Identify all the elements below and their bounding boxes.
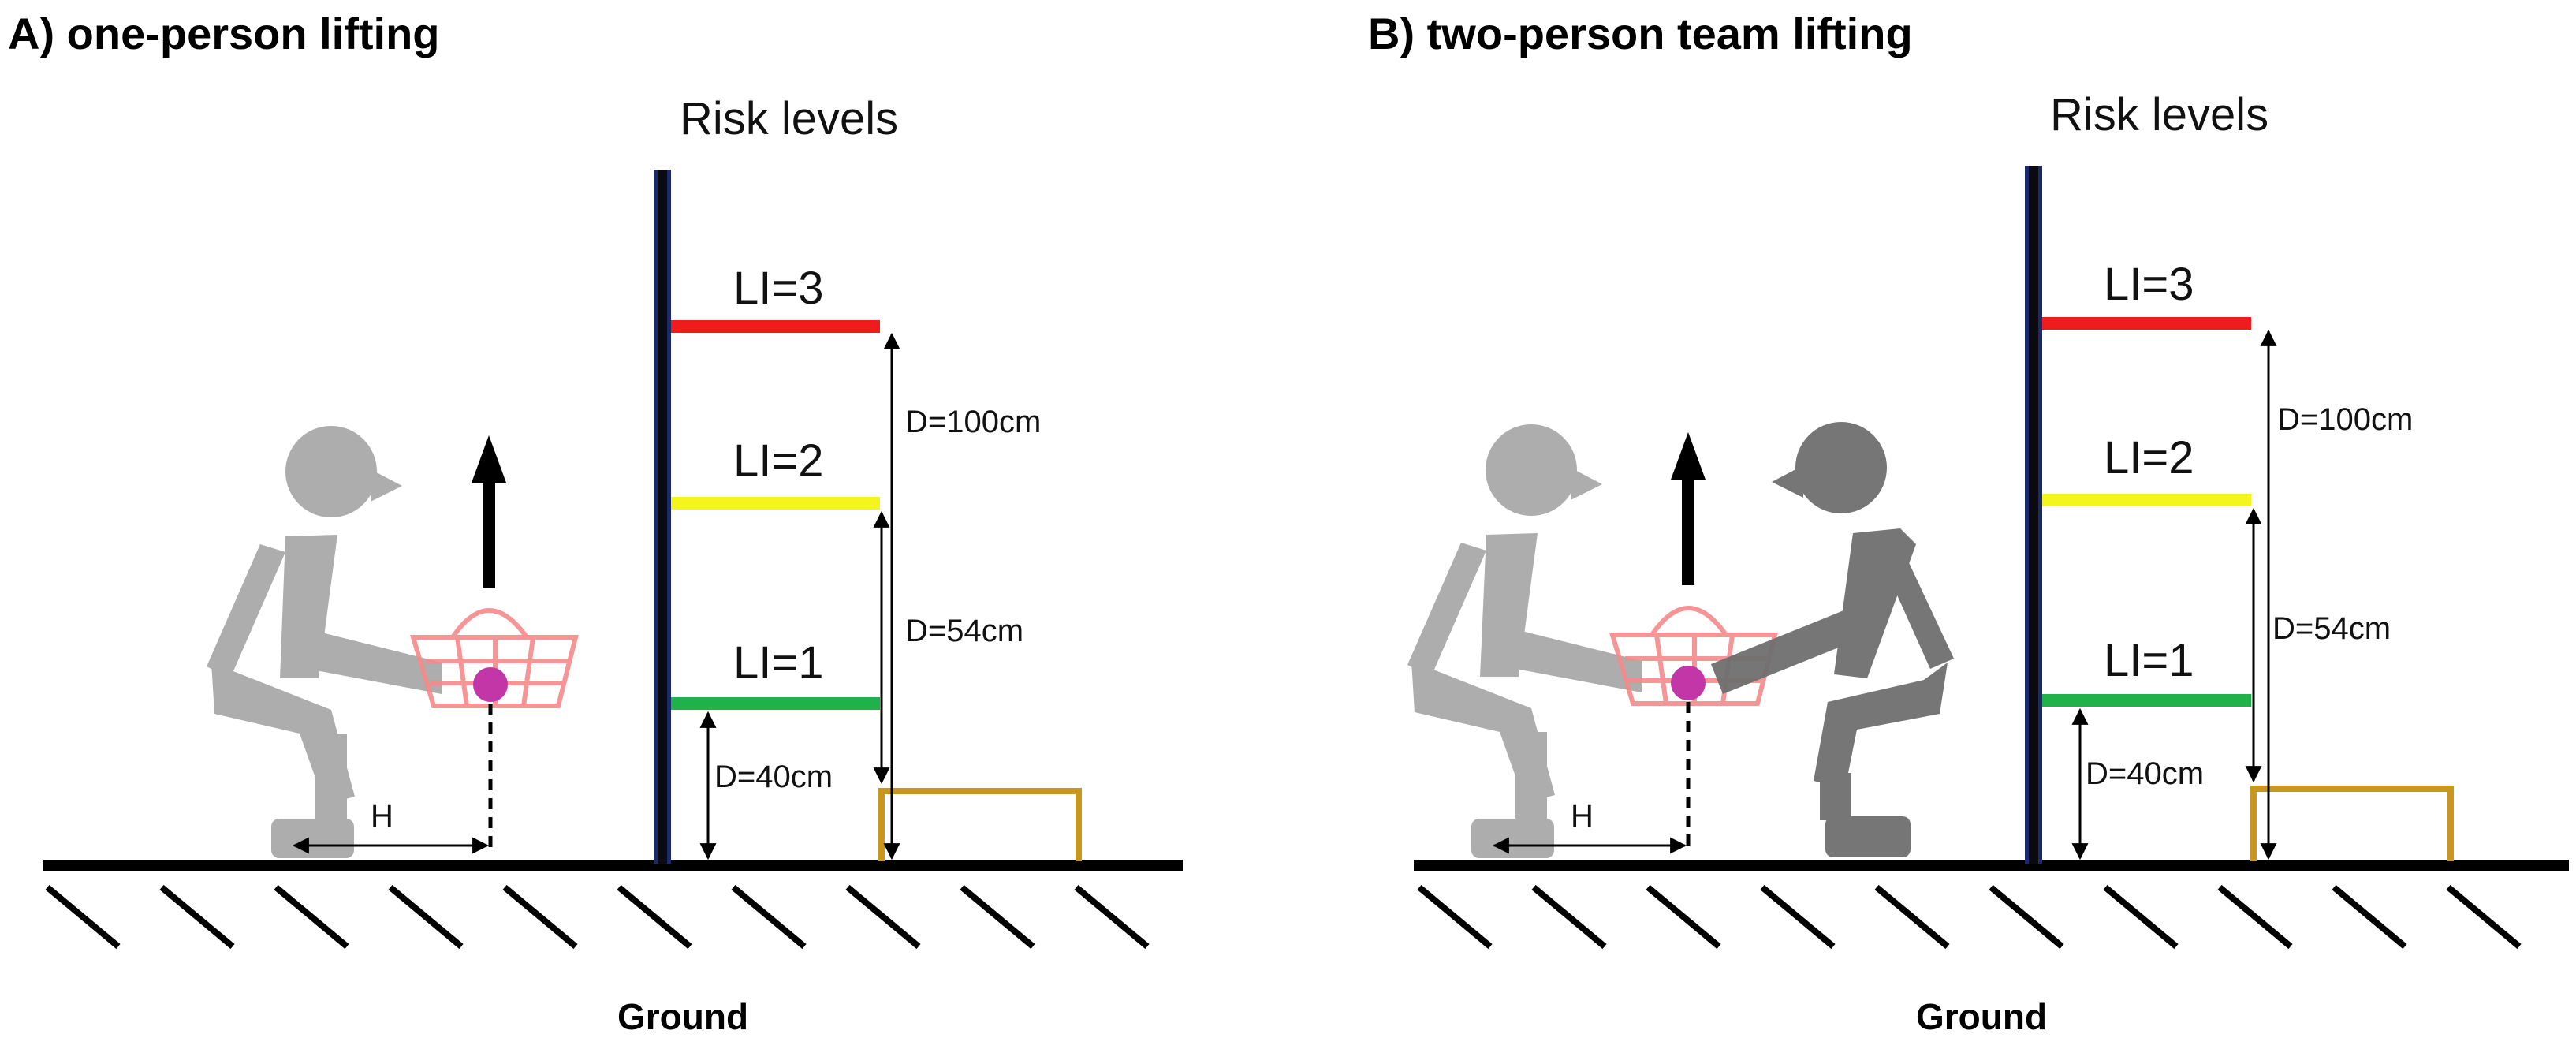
panel-b-person-right (1711, 422, 1954, 857)
panel-a-d54-label: D=54cm (905, 614, 1023, 648)
panel-b-person-left-head (1486, 424, 1577, 516)
panel-b-ground: Ground (1414, 860, 2569, 1037)
panel-b: B) two-person team lifting Risk levels G… (1368, 9, 2569, 1037)
panel-b-d100-label: D=100cm (2277, 402, 2413, 437)
panel-a-ground-label: Ground (617, 996, 748, 1037)
panel-a-ground-hatch (45, 884, 1150, 950)
panel-b-ground-hatch (1417, 884, 2522, 950)
panel-b-person-right-arm (1711, 607, 1864, 694)
panel-a-li2-label: LI=2 (733, 435, 824, 487)
panel-b-person-right-leg (1814, 663, 1948, 789)
panel-b-d40-label: D=40cm (2086, 756, 2204, 791)
panel-b-box (2250, 786, 2454, 861)
panel-a-d100-label: D=100cm (905, 405, 1041, 439)
panel-b-ground-label: Ground (1916, 996, 2047, 1037)
panel-a-person-foot (271, 819, 354, 858)
panel-a-li2-bar (671, 497, 880, 510)
panel-b-risk-title: Risk levels (2050, 89, 2268, 140)
panel-a-person (207, 426, 442, 858)
panel-a-title: A) one-person lifting (8, 9, 440, 58)
panel-b-h-label: H (1571, 799, 1594, 834)
panel-b-li1-bar (2042, 694, 2251, 707)
panel-b-li2-bar (2042, 494, 2251, 506)
panel-b-title: B) two-person team lifting (1368, 9, 1913, 58)
panel-b-ground-line (1414, 860, 2569, 871)
panel-a-person-head (285, 426, 377, 517)
panel-b-up-arrow (1671, 432, 1706, 585)
panel-b-person-left-foot (1471, 819, 1554, 858)
panel-a-ground: Ground (43, 860, 1183, 1037)
panel-a-box (878, 788, 1082, 861)
panel-a-person-arm (308, 631, 442, 694)
panel-a-up-arrow (472, 435, 506, 588)
panel-b-li1-label: LI=1 (2104, 635, 2194, 686)
panel-a-risk-title: Risk levels (680, 93, 898, 144)
panel-a-li1-label: LI=1 (733, 637, 824, 689)
panel-a-ground-line (43, 860, 1183, 871)
panel-b-li3-bar (2042, 317, 2251, 330)
panel-b-person-right-foot (1825, 816, 1911, 857)
panel-a-li3-label: LI=3 (733, 263, 824, 314)
panel-b-li3-label: LI=3 (2104, 259, 2194, 310)
panel-b-person-right-head (1795, 422, 1887, 513)
panel-b-load-point (1671, 666, 1706, 700)
panel-b-d54-label: D=54cm (2272, 611, 2391, 646)
panel-b-person-left-arm (1508, 629, 1642, 692)
panel-b-li2-label: LI=2 (2104, 432, 2194, 483)
panel-a-li1-bar (671, 697, 880, 710)
panel-a-load-point (473, 667, 508, 702)
panel-a-h-label: H (371, 799, 393, 834)
panel-a: A) one-person lifting Risk levels Ground (8, 9, 1183, 1037)
panel-b-person-left (1407, 424, 1642, 858)
panel-a-d40-label: D=40cm (714, 760, 833, 794)
panel-a-li3-bar (671, 320, 880, 333)
